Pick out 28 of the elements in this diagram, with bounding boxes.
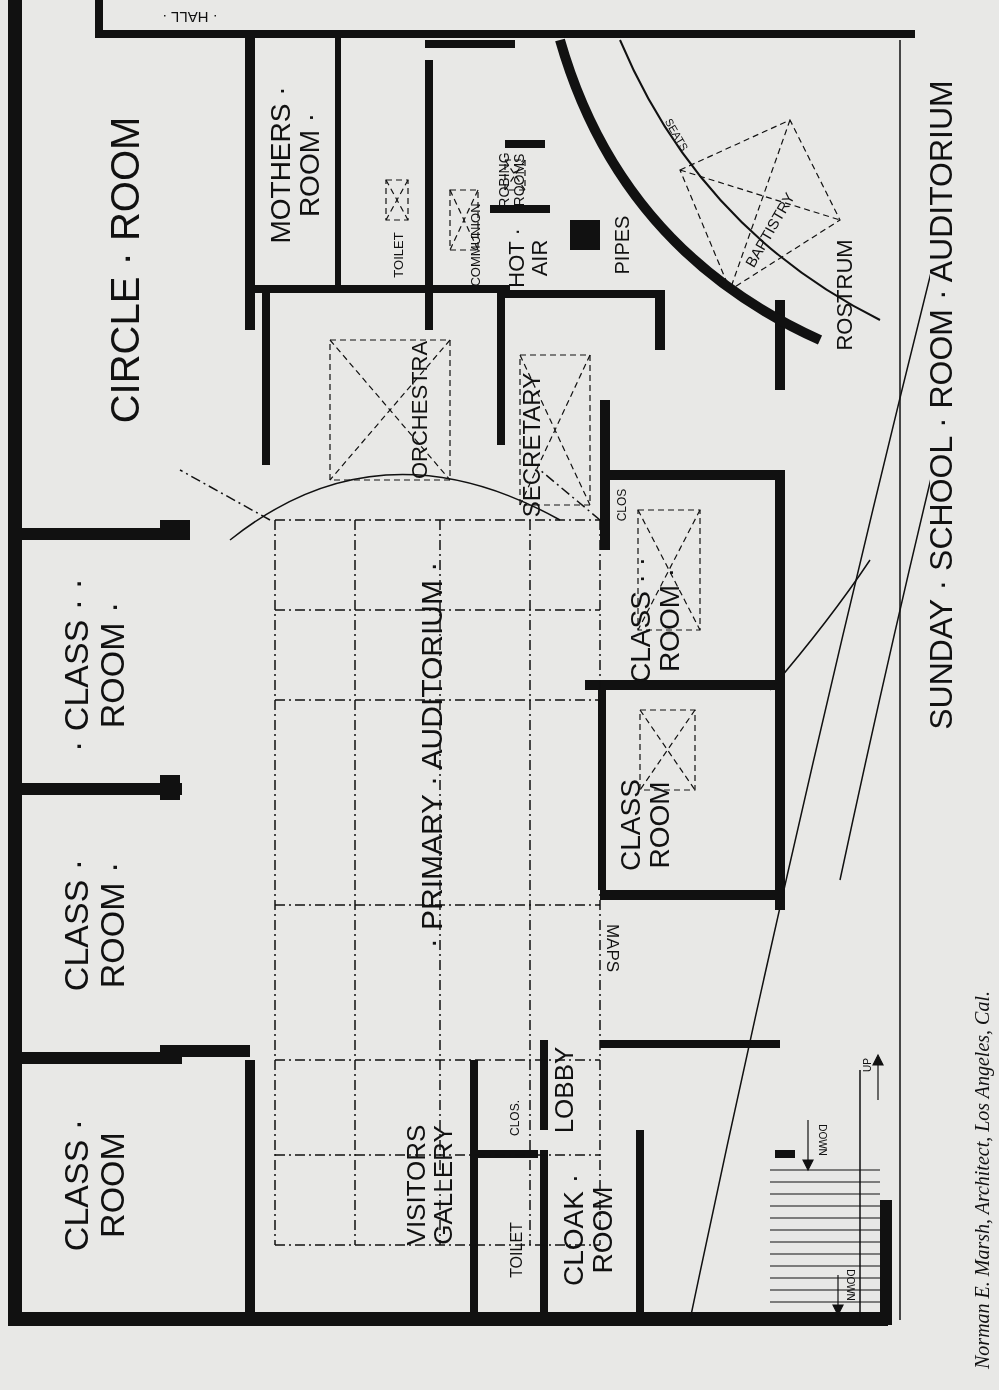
room-label: TOILET: [508, 1210, 526, 1290]
room-label: · CLASS · · ROOM ·: [59, 555, 131, 775]
room-label: CLASS · · ROOM ·: [625, 550, 685, 690]
room-label: SUNDAY · SCHOOL · ROOM · AUDITORIUM: [925, 10, 959, 800]
room-label: LOBBY: [551, 1045, 579, 1135]
room-label: CLOS.: [508, 1093, 522, 1143]
room-label: CLOAK · ROOM: [558, 1155, 618, 1305]
room-label: SECRETARY: [519, 330, 545, 560]
room-label: TOILET: [392, 225, 406, 285]
room-label: · HALL ·: [135, 9, 245, 25]
room-label: CIRCLE · ROOM: [104, 60, 146, 480]
room-label: ORCHESTRA: [408, 310, 432, 510]
plan-label: DOWN: [816, 1123, 828, 1158]
room-label: CLASS ROOM: [615, 760, 675, 890]
room-label: HOT · AIR: [504, 218, 552, 298]
room-label: VISITORS GALLERY: [402, 1090, 458, 1280]
room-label: CLASS · ROOM: [59, 1070, 131, 1300]
room-label: CLASS · ROOM ·: [59, 810, 131, 1040]
room-label: MOTHERS · ROOM ·: [265, 45, 325, 285]
plan-label: UP: [862, 1057, 874, 1074]
caption: Norman E. Marsh, Architect, Los Angeles, Cal.: [970, 991, 995, 1369]
room-label: PIPES: [611, 205, 633, 285]
room-label: · PRIMARY · AUDITORIUM ·: [416, 545, 448, 965]
room-label: CLOS: [615, 480, 629, 530]
plan-label: DOWN: [844, 1268, 856, 1303]
room-label: COMMUNION: [469, 160, 483, 330]
room-label: MAPS: [603, 918, 621, 978]
room-label: ROSTRUM: [833, 235, 857, 355]
